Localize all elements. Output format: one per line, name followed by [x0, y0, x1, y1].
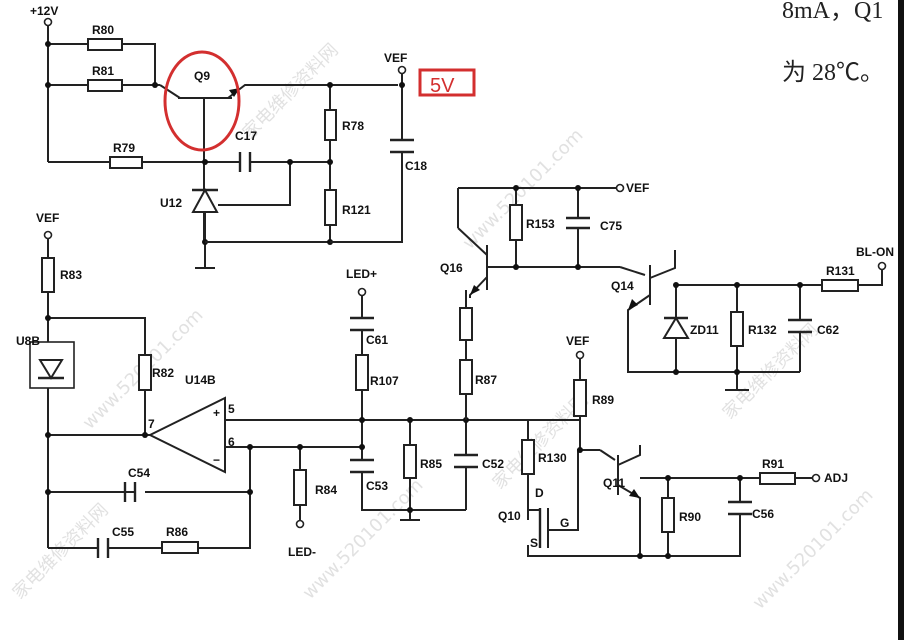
Q16-label: Q16: [440, 261, 463, 275]
regulator-section: +12V R80 R81 R79 Q9 C17 U12 R78 R121: [30, 4, 476, 269]
R82-resistor: [138, 354, 152, 391]
R79-label: R79: [113, 141, 135, 155]
R81-label: R81: [92, 64, 114, 78]
pin6-label: 6: [228, 435, 235, 449]
ZD11-zener: [662, 316, 690, 339]
U12-zener: [191, 187, 219, 213]
C56-label: C56: [752, 507, 774, 521]
side-text-line2: 为 28℃。: [782, 59, 884, 86]
R121-label: R121: [342, 203, 371, 217]
R107-resistor: [355, 354, 369, 391]
highlight-circle: [163, 50, 241, 152]
Q9-label: Q9: [194, 69, 210, 83]
vef-label-q11: VEF: [566, 334, 589, 348]
R83-resistor: [41, 257, 55, 293]
R91-label: R91: [762, 457, 784, 471]
svg-text:−: −: [213, 453, 220, 467]
Q11-label: Q11: [603, 476, 625, 490]
R86-label: R86: [166, 525, 188, 539]
pin5-label: 5: [228, 402, 235, 416]
R153-resistor: [509, 204, 523, 241]
R78-resistor: [324, 109, 337, 141]
U8B-label: U8B: [16, 334, 40, 348]
led-plus-label: LED+: [346, 267, 377, 281]
q10-source-label: S: [530, 536, 538, 550]
vef-label-left: VEF: [36, 211, 59, 225]
R89-label: R89: [592, 393, 614, 407]
C52-label: C52: [482, 457, 504, 471]
highlight-5v-label: 5V: [430, 75, 455, 97]
watermark-url: www.520101.com: [459, 125, 588, 254]
v12-terminal: [43, 17, 53, 27]
R83-label: R83: [60, 268, 82, 282]
Q14-label: Q14: [611, 279, 634, 293]
page-edge: [898, 0, 904, 640]
C18-label: C18: [405, 159, 427, 173]
U14B-opamp: [147, 396, 226, 474]
R87-label: R87: [475, 373, 497, 387]
R78-label: R78: [342, 119, 364, 133]
q10-drain-label: D: [535, 486, 544, 500]
watermark-url: www.520101.com: [749, 485, 878, 614]
vef-terminal: [397, 65, 407, 75]
R84-label: R84: [315, 483, 337, 497]
R90-label: R90: [679, 510, 701, 524]
C75-label: C75: [600, 219, 622, 233]
R87-resistor: [459, 359, 473, 395]
v12-label: +12V: [30, 4, 58, 18]
R82-label: R82: [152, 366, 174, 380]
bl-on-label: BL-ON: [856, 245, 894, 259]
led-minus-label: LED-: [288, 545, 316, 559]
R-partial-resistor: [459, 307, 473, 341]
C53-label: C53: [366, 479, 388, 493]
R131-resistor: [821, 279, 859, 292]
pin7-label: 7: [148, 417, 155, 431]
q10-gate-label: G: [560, 516, 569, 530]
R80-label: R80: [92, 23, 114, 37]
C55-label: C55: [112, 525, 134, 539]
adj-label: ADJ: [824, 471, 848, 485]
ZD11-label: ZD11: [690, 323, 719, 337]
Q10-label: Q10: [498, 509, 521, 523]
vef-label-q16: VEF: [626, 181, 649, 195]
R130-label: R130: [538, 451, 567, 465]
vef-label-top: VEF: [384, 51, 407, 65]
R130-resistor: [521, 439, 535, 475]
C62-label: C62: [817, 323, 839, 337]
R86-resistor: [161, 541, 199, 554]
R89-resistor: [573, 379, 587, 417]
R79-resistor: [109, 156, 143, 169]
R85-label: R85: [420, 457, 442, 471]
R90-resistor: [661, 497, 675, 533]
R91-resistor: [759, 472, 796, 485]
sense-section: LED+ C61 R107 C53 R85 C52 R87: [346, 267, 504, 521]
C17-label: C17: [235, 129, 257, 143]
R107-label: R107: [370, 374, 399, 388]
side-text-line1: 8mA，Q1: [782, 0, 883, 24]
R121-resistor: [324, 189, 337, 226]
U14B-label: U14B: [185, 373, 216, 387]
R81-resistor: [87, 79, 123, 92]
C61-label: C61: [366, 333, 388, 347]
opamp-section: VEF R83 U8B R82 + − U14B 5 6 7 C54 C55 R…: [16, 211, 580, 559]
dimming-section: R130 D G S Q10 VEF R89 Q11 R90 C56 R91 A…: [498, 334, 848, 559]
R84-resistor: [293, 469, 307, 506]
R131-label: R131: [826, 264, 855, 278]
R85-resistor: [403, 444, 417, 479]
highlight-box: [418, 68, 476, 97]
R80-resistor: [87, 38, 123, 51]
svg-text:+: +: [213, 406, 220, 420]
R132-label: R132: [748, 323, 777, 337]
R153-label: R153: [526, 217, 555, 231]
C54-label: C54: [128, 466, 150, 480]
U12-label: U12: [160, 196, 182, 210]
R132-resistor: [730, 311, 744, 347]
backlight-enable-section: VEF R153 C75 Q16 Q14 ZD11 R132 C62 R131 …: [440, 181, 894, 391]
